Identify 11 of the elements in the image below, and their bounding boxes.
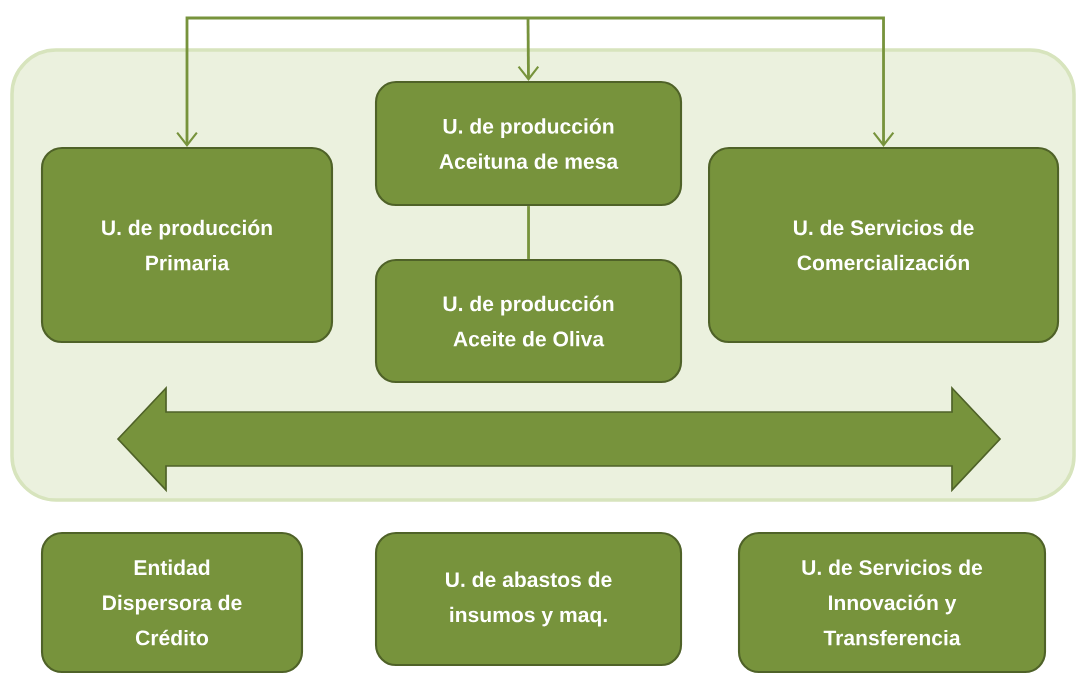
- unit-box: U. de producción Primaria: [40, 146, 334, 344]
- unit-box: U. de Servicios de Comercialización: [707, 146, 1060, 344]
- unit-box: U. de abastos de insumos y maq.: [374, 531, 683, 667]
- unit-box: U. de Servicios de Innovación y Transferencia: [737, 531, 1047, 674]
- unit-box: U. de producción Aceite de Oliva: [374, 258, 683, 384]
- arrow: [517, 18, 540, 81]
- unit-box: U. de producción Aceituna de mesa: [374, 80, 683, 207]
- arrow: [176, 16, 528, 147]
- arrow: [528, 16, 895, 147]
- connector-line: [527, 206, 530, 259]
- unit-box: Entidad Dispersora de Crédito: [40, 531, 304, 674]
